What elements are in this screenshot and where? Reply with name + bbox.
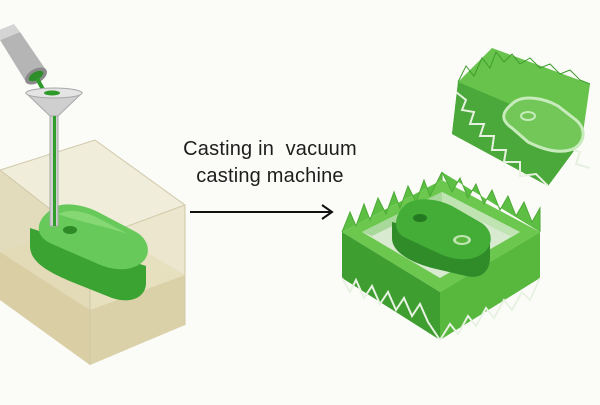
step-caption: Casting in vacuum casting machine	[150, 136, 390, 190]
metal-pouring-cup-icon	[0, 24, 50, 102]
silicone-mold-lid-icon	[452, 48, 591, 187]
funnel-icon	[24, 87, 84, 227]
caption-line-1: Casting in vacuum	[183, 138, 357, 160]
right-arrow-icon	[190, 204, 334, 220]
caption-line-2: casting machine	[196, 165, 344, 187]
green-resin-part-icon	[30, 204, 148, 301]
silicone-mold-base-icon	[341, 171, 541, 341]
